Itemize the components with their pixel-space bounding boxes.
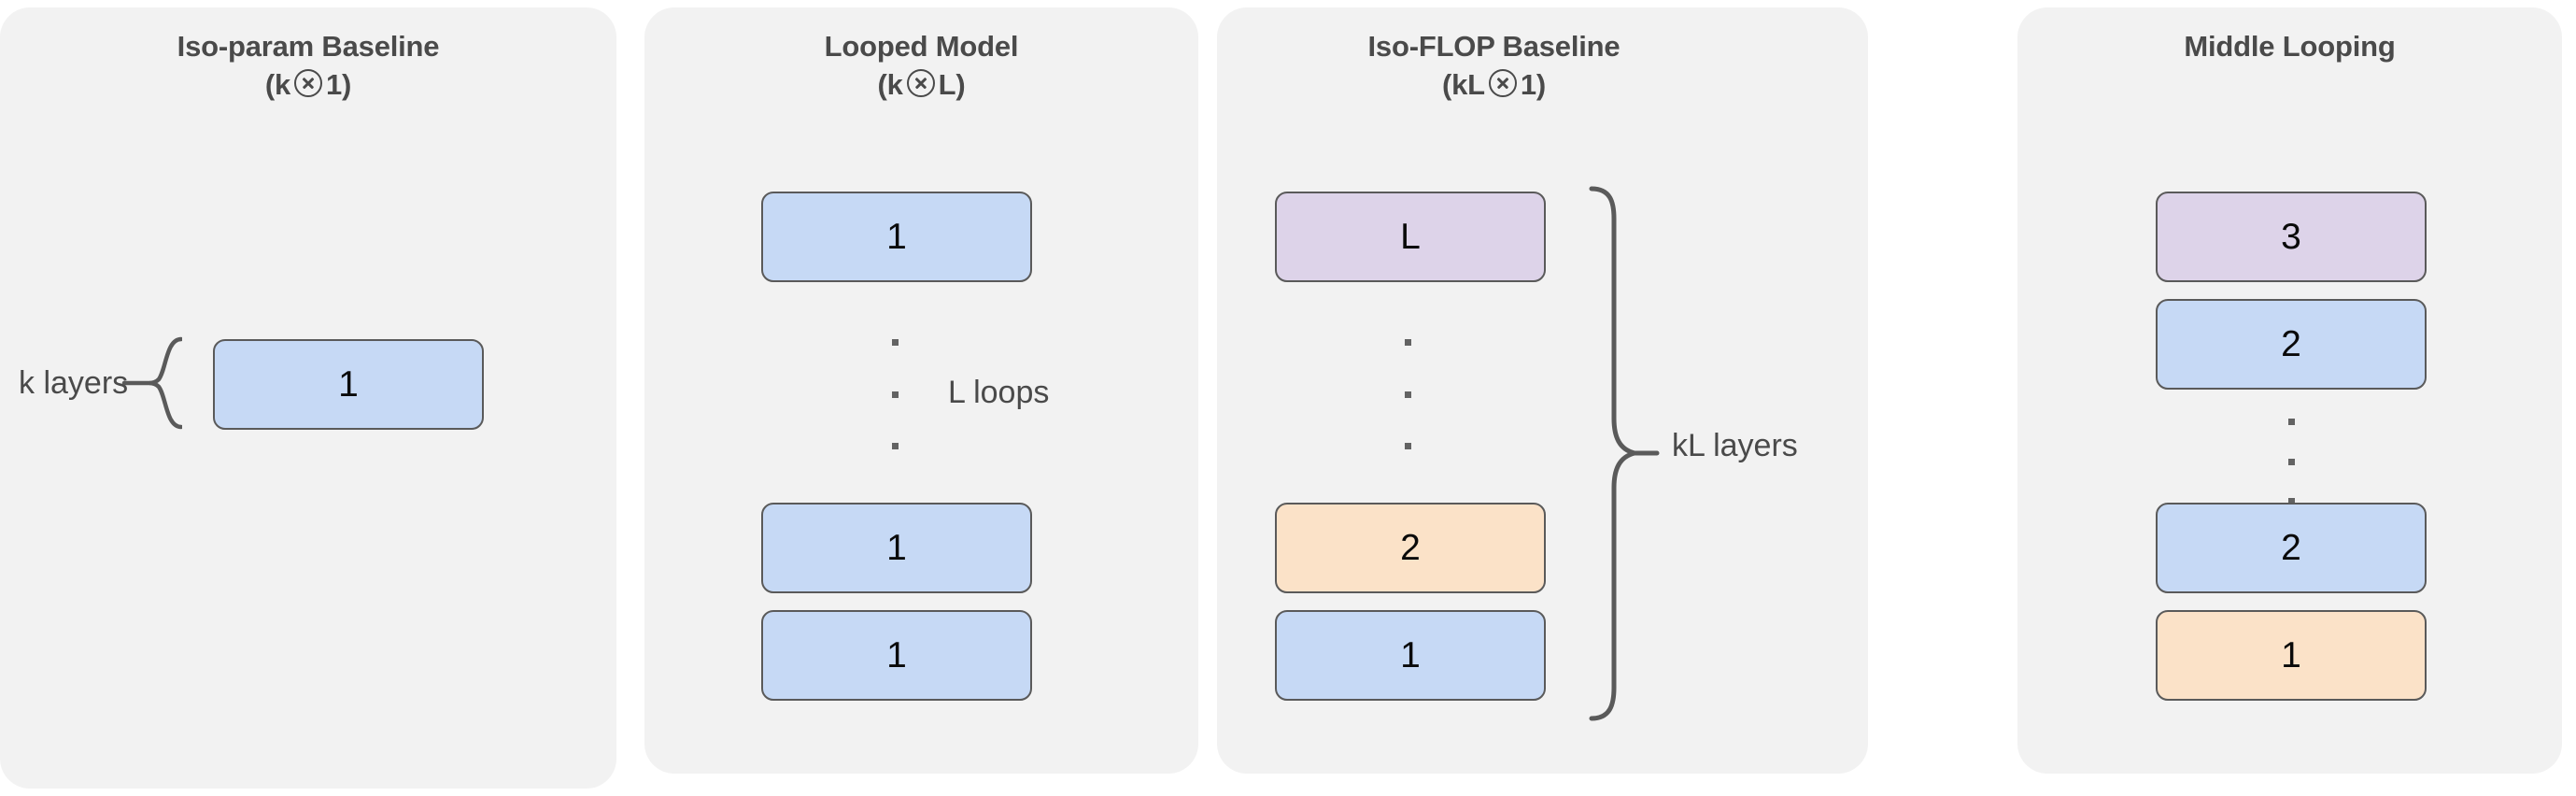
brace-kl-layers-icon [1589,186,1660,721]
panel-title-line2: (kL 1) [1217,66,1771,105]
layer-block: 3 [2156,192,2427,282]
panel-title-line2-right: L) [938,67,966,101]
layer-block-label: 3 [2281,216,2301,257]
layer-block-label: 2 [2281,527,2301,568]
panel-title-line2: (k L) [644,66,1198,105]
layer-block: L [1275,192,1546,282]
layer-block-label: 1 [338,363,359,405]
layer-block: 2 [1275,503,1546,593]
side-label-kl-layers: kL layers [1672,428,1798,463]
panel-looped-model: Looped Model (k L) 1 L loops 1 1 [644,7,1198,774]
layer-block-label: 1 [1400,634,1421,675]
panel-title-line2: (k 1) [0,66,616,105]
circled-times-icon [1488,68,1517,97]
layer-block-label: 1 [886,216,907,257]
layer-block-label: 1 [886,527,907,568]
panel-title-line2-left: (kL [1441,67,1485,101]
layer-block-label: 1 [2281,634,2301,675]
side-label-k-layers: k layers [19,365,129,401]
layer-block-label: 2 [1400,527,1421,568]
layer-block: 2 [2156,503,2427,593]
layer-block: 1 [761,503,1032,593]
panel-title-line1: Iso-FLOP Baseline [1367,30,1621,63]
layer-block: 2 [2156,299,2427,390]
panel-title-line2-right: 1) [1520,67,1547,101]
panel-title-looped-model: Looped Model (k L) [644,28,1198,105]
vertical-dots-icon [2287,419,2295,505]
panel-title-line2-left: (k [877,67,903,101]
panel-iso-flop-baseline: Iso-FLOP Baseline (kL 1) L 2 1 kL layers [1217,7,1868,774]
vertical-dots-icon [1404,339,1411,449]
panel-title-iso-param-baseline: Iso-param Baseline (k 1) [0,28,616,105]
layer-block-label: L [1400,216,1421,257]
layer-block-label: 2 [2281,323,2301,364]
panel-title-line1: Looped Model [824,30,1019,63]
layer-block: 1 [761,192,1032,282]
layer-block: 1 [1275,610,1546,701]
panel-title-middle-looping: Middle Looping [2017,28,2562,66]
panel-title-line1: Iso-param Baseline [177,30,440,63]
panel-title-line1: Middle Looping [2184,30,2396,63]
panel-iso-param-baseline: Iso-param Baseline (k 1) k layers 1 [0,7,616,789]
circled-times-icon [906,68,935,97]
brace-k-layers-icon [121,336,182,430]
layer-block: 1 [761,610,1032,701]
layer-block: 1 [213,339,484,430]
layer-block-label: 1 [886,634,907,675]
vertical-dots-icon [891,339,899,449]
panel-title-iso-flop-baseline: Iso-FLOP Baseline (kL 1) [1217,28,1771,105]
side-label-l-loops: L loops [948,375,1050,410]
panel-title-line2-right: 1) [326,67,352,101]
panel-middle-looping: Middle Looping 3 2 2 1 [2017,7,2562,774]
panel-title-line2-left: (k [264,67,290,101]
circled-times-icon [294,68,322,97]
layer-block: 1 [2156,610,2427,701]
